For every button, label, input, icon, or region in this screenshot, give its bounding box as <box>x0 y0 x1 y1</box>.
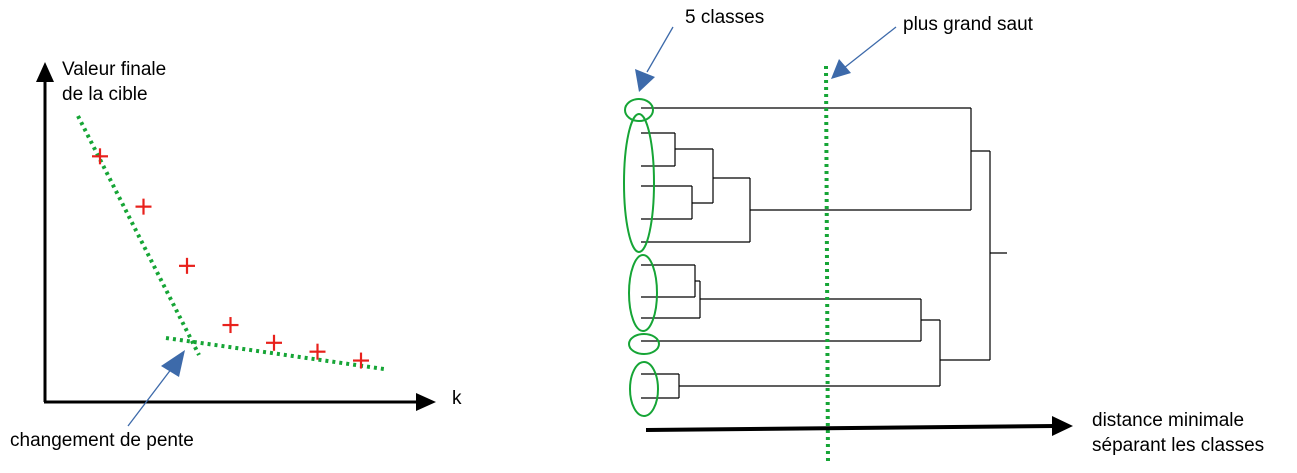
elbow-y-axis-arrowhead <box>36 62 54 82</box>
elbow-point-marker <box>309 343 326 360</box>
pente-callout-arrow-shaft <box>127 367 173 427</box>
elbow-point-marker <box>92 148 108 165</box>
elbow-point-marker <box>353 352 369 369</box>
classes-callout-arrowhead <box>635 69 655 92</box>
elbow-x-axis-arrowhead <box>416 393 436 411</box>
jump-callout-arrow-shaft <box>843 26 897 69</box>
elbow-point-marker <box>179 257 195 274</box>
cluster-ellipse-5 <box>629 361 659 417</box>
elbow-plot <box>36 62 436 427</box>
dendrogram-merges <box>655 107 1007 398</box>
jump-callout-arrowhead <box>831 59 851 79</box>
elbow-point-marker <box>135 198 152 215</box>
cluster-ellipses <box>623 98 660 417</box>
cluster-ellipse-1 <box>624 98 654 122</box>
dendrogram-leaves <box>641 107 921 399</box>
distance-axis-arrowhead <box>1052 416 1073 436</box>
elbow-flat-trend-line <box>165 336 385 371</box>
pente-annotation: changement de pente <box>10 430 194 451</box>
distance-axis-label: distance minimale séparant les classes <box>1092 410 1265 456</box>
dendrogram <box>641 107 1007 399</box>
elbow-point-marker <box>222 317 239 334</box>
cluster-ellipse-3 <box>628 254 658 332</box>
distance-axis <box>645 424 1056 432</box>
cluster-ellipse-2 <box>623 113 655 253</box>
classes-annotation: 5 classes <box>685 7 765 28</box>
cluster-ellipse-4 <box>628 333 660 355</box>
elbow-data-points <box>92 148 369 369</box>
elbow-steep-trend-line <box>76 115 201 356</box>
elbow-x-axis-label: k <box>452 388 462 409</box>
dendrogram-cut-line <box>824 65 830 465</box>
pente-callout-arrowhead <box>161 350 185 377</box>
elbow-point-marker <box>266 334 282 351</box>
classes-callout-arrow-shaft <box>646 26 674 73</box>
jump-annotation: plus grand saut <box>903 14 1033 35</box>
elbow-y-axis-label: Valeur finale de la cible <box>62 59 167 105</box>
